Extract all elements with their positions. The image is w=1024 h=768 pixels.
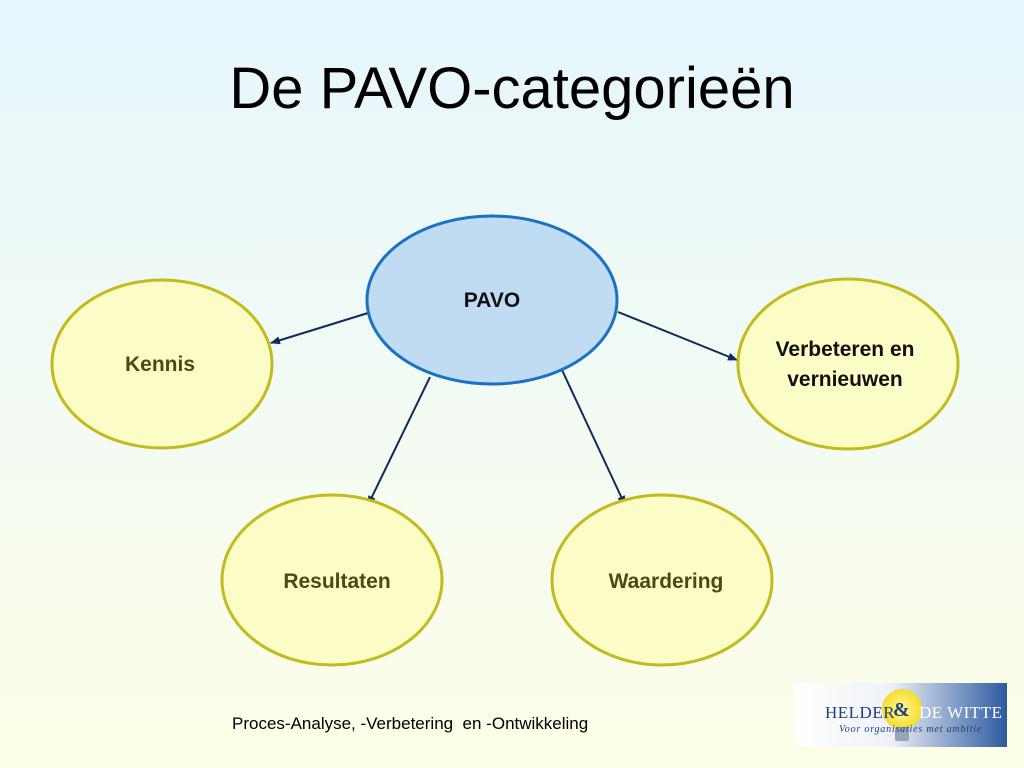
arrow-to-waardering xyxy=(561,369,626,506)
node-verbeteren-label-line2: vernieuwen xyxy=(787,368,903,391)
node-kennis: Kennis xyxy=(50,278,274,450)
node-verbeteren-label-line1: Verbeteren en xyxy=(776,338,915,361)
node-kennis-label: Kennis xyxy=(125,353,195,376)
node-resultaten-shape xyxy=(220,493,444,667)
slide-title: De PAVO-categorieën xyxy=(229,56,795,121)
lightbulb-icon xyxy=(882,689,922,729)
node-resultaten: Resultaten xyxy=(220,493,444,667)
node-verbeteren: Verbeteren en vernieuwen xyxy=(736,277,960,451)
logo-name-right: DE WITTE xyxy=(919,703,1003,722)
lightbulb-base-icon xyxy=(895,727,909,741)
node-waardering-label: Waardering xyxy=(609,570,724,593)
node-pavo: PAVO xyxy=(365,214,619,386)
node-pavo-shape xyxy=(365,214,619,386)
node-verbeteren-shape xyxy=(736,277,960,451)
arrow-to-verbeteren xyxy=(617,311,738,361)
node-waardering: Waardering xyxy=(550,493,774,667)
arrow-to-resultaten xyxy=(367,376,431,506)
slide-footer: Proces-Analyse, -Verbetering en -Ontwikk… xyxy=(232,714,589,733)
arrow-to-kennis xyxy=(270,312,369,345)
node-waardering-shape xyxy=(550,493,774,667)
logo-ampersand: & xyxy=(893,699,910,721)
logo-tagline: Voor organisaties met ambitie xyxy=(839,724,983,735)
node-resultaten-label: Resultaten xyxy=(283,570,390,593)
logo-name-left: HELDER xyxy=(825,703,896,722)
node-kennis-shape xyxy=(50,278,274,450)
node-pavo-label: PAVO xyxy=(464,289,520,312)
company-logo: HELDER & DE WITTE Voor organisaties met … xyxy=(795,683,1007,747)
